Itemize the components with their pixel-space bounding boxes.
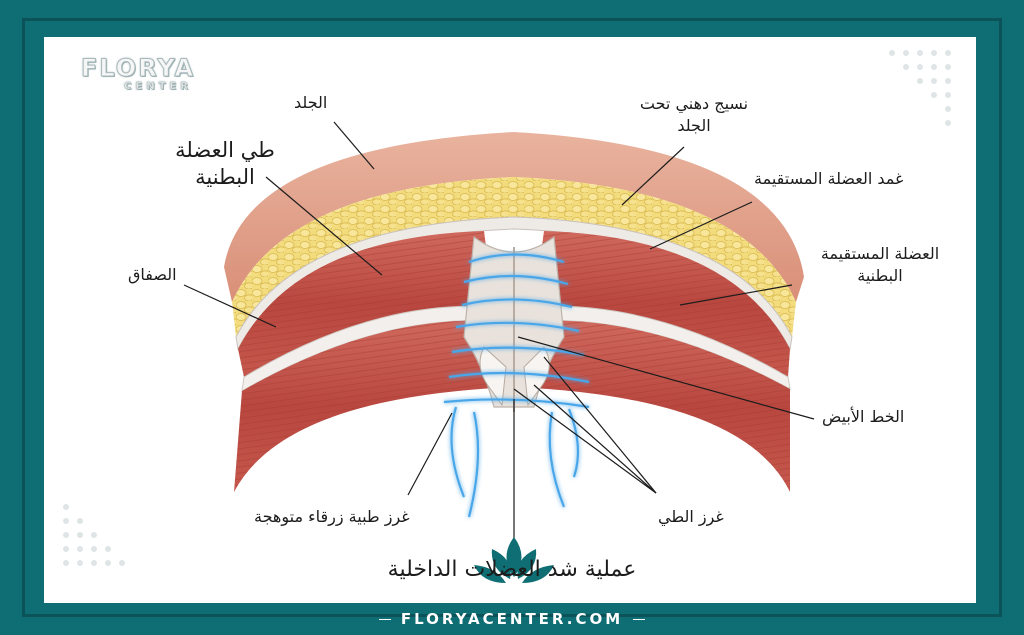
skin-layer (224, 132, 804, 302)
footer-url[interactable]: FLORYACENTER.COM (400, 610, 624, 628)
label-rectus-sheath: غمد العضلة المستقيمة (754, 169, 904, 188)
label-rectus-muscle: العضلة المستقيمة البطنية (792, 243, 968, 287)
decorative-dots (63, 50, 951, 566)
footer-dash-left (378, 619, 391, 620)
label-subcutaneous-fat-line2: الجلد (677, 116, 711, 135)
footer-website[interactable]: FLORYACENTER.COM (0, 603, 1024, 635)
label-muscle-fold-line1: طي العضلة (175, 138, 275, 162)
label-rectus-muscle-line2: البطنية (857, 266, 903, 285)
blue-sutures (443, 253, 590, 518)
footer-dash-right (633, 619, 646, 620)
label-skin: الجلد (294, 93, 328, 112)
label-muscle-fold-line2: البطنية (195, 165, 255, 189)
lotus-emblem (474, 537, 554, 583)
label-rectus-muscle-line1: العضلة المستقيمة (820, 244, 940, 263)
outer-frame (22, 18, 1002, 617)
label-subcutaneous-fat: نسيج دهني تحت الجلد (629, 93, 759, 137)
label-muscle-fold: طي العضلة البطنية (160, 137, 290, 191)
diagram-caption: عملية شد العضلات الداخلية (387, 557, 637, 582)
brand-logo: FLORYA CENTER (68, 55, 208, 93)
label-blue-sutures: غرز طبية زرقاء متوهجة (254, 507, 410, 526)
label-fascia: الصفاق (128, 265, 177, 284)
fat-layer (232, 177, 796, 337)
logo-sub: CENTER (124, 81, 192, 93)
leader-lines (183, 121, 815, 542)
abdominal-wall-illustration (63, 50, 951, 583)
logo-name: FLORYA (80, 54, 196, 82)
label-linea-alba: الخط الأبيض (822, 407, 905, 426)
label-subcutaneous-fat-line1: نسيج دهني تحت (639, 94, 749, 113)
label-fold-sutures: غرز الطي (658, 507, 724, 526)
diagram-canvas: FLORYA CENTER (44, 37, 976, 603)
